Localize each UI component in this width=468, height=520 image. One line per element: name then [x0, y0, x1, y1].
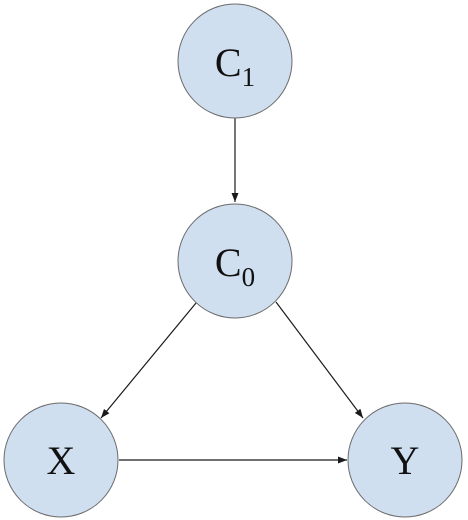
node-y-circle [347, 402, 463, 518]
node-c0-circle [177, 203, 293, 319]
node-y-label: Y [391, 438, 420, 483]
node-y: Y [347, 402, 463, 518]
node-x-label: X [47, 438, 76, 483]
node-c1-letter: C [215, 40, 242, 85]
node-c1-circle [177, 3, 293, 119]
edge-c0-to-x [100, 302, 197, 419]
node-c0-label: C0 [215, 240, 255, 292]
node-c1: C1 [177, 3, 293, 119]
node-c0: C0 [177, 203, 293, 319]
edge-c0-to-y [275, 301, 364, 419]
node-x-circle [3, 402, 119, 518]
node-c0-subscript: 0 [242, 262, 256, 292]
node-c1-subscript: 1 [242, 62, 256, 92]
node-x: X [3, 402, 119, 518]
node-c1-label: C1 [215, 40, 255, 92]
node-c0-letter: C [215, 240, 242, 285]
